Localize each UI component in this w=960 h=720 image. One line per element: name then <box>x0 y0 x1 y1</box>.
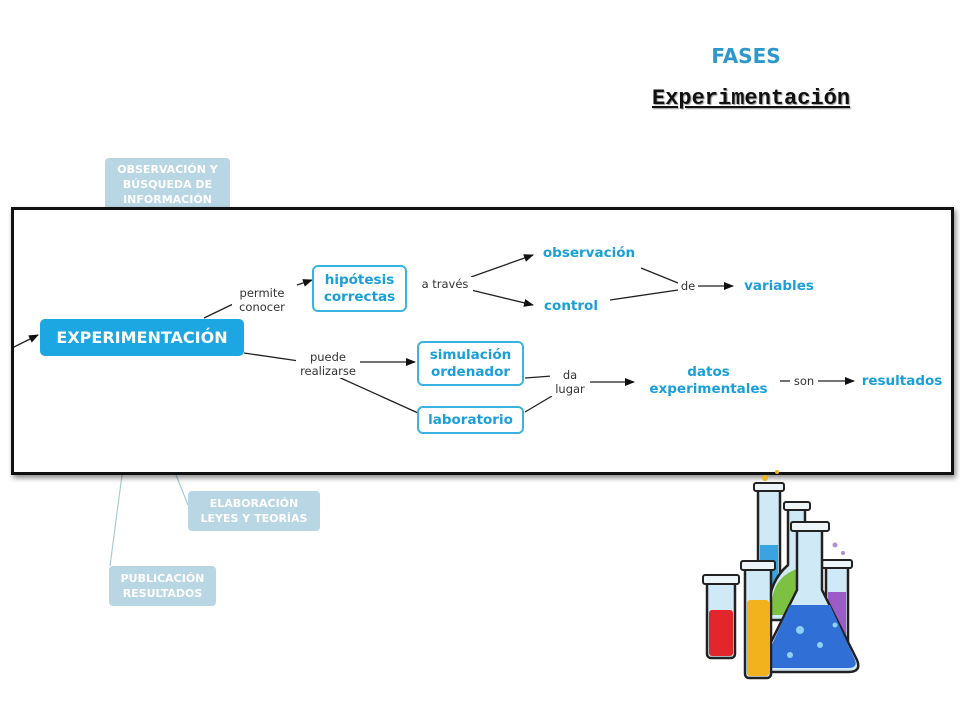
label-a-traves: a través <box>417 277 473 291</box>
node-datos: datos experimentales <box>649 364 768 397</box>
node-simulacion: simulación ordenador <box>417 341 524 386</box>
background-box-elaboracion: ELABORACIÓN LEYES Y TEORÍAS <box>188 491 320 531</box>
label-son: son <box>790 374 818 388</box>
page-title: FASES <box>711 44 781 68</box>
background-box-publicacion: PUBLICACIÓN RESULTADOS <box>109 566 216 606</box>
node-experimentacion: EXPERIMENTACIÓN <box>40 319 244 356</box>
label-puede-realizarse: puede realizarse <box>296 350 360 378</box>
experimentacion-panel: EXPERIMENTACIÓN hipótesis correctas obse… <box>11 207 954 475</box>
page-subtitle: Experimentación <box>652 86 851 111</box>
label-permite-conocer: permite conocer <box>232 286 292 314</box>
node-observacion: observación <box>542 244 636 261</box>
node-hipotesis: hipótesis correctas <box>312 265 407 312</box>
node-resultados: resultados <box>861 372 943 389</box>
background-box-observacion: OBSERVACIÓN Y BÚSQUEDA DE INFORMACIÓN <box>105 158 230 210</box>
node-variables: variables <box>744 277 814 294</box>
node-control: control <box>544 297 598 314</box>
label-da-lugar: da lugar <box>550 368 590 396</box>
label-de: de <box>678 279 698 293</box>
node-laboratorio: laboratorio <box>417 406 524 434</box>
panel-connectors <box>14 254 855 414</box>
